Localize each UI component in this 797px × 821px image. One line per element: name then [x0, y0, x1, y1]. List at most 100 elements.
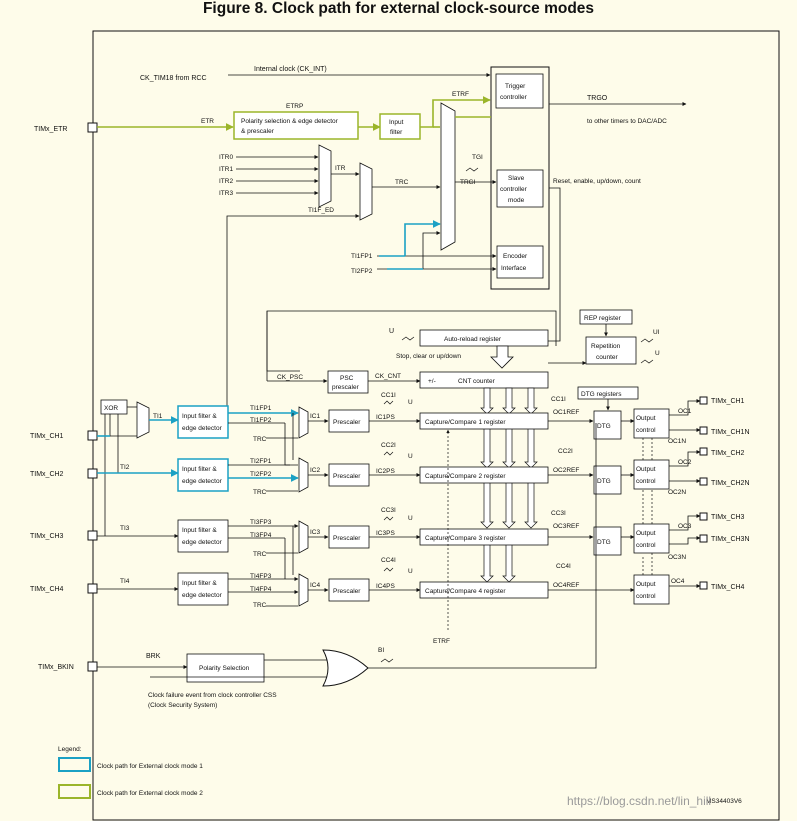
- svg-text:Capture/Compare 4 register: Capture/Compare 4 register: [425, 588, 506, 595]
- pin-ch3-label: TIMx_CH3: [30, 533, 64, 540]
- svg-text:Input filter &: Input filter &: [182, 527, 217, 534]
- svg-text:CC3I: CC3I: [551, 510, 566, 517]
- css-line-1: Clock failure event from clock controlle…: [148, 692, 277, 699]
- svg-text:Capture/Compare 2 register: Capture/Compare 2 register: [425, 473, 506, 480]
- svg-text:Prescaler: Prescaler: [333, 419, 361, 426]
- svg-text:edge detector: edge detector: [182, 425, 223, 432]
- svg-text:Capture/Compare 3 register: Capture/Compare 3 register: [425, 535, 506, 542]
- etrf-label: ETRF: [452, 91, 469, 98]
- svg-text:Trigger: Trigger: [505, 83, 526, 90]
- svg-text:Prescaler: Prescaler: [333, 535, 361, 542]
- svg-text:CC1I: CC1I: [381, 392, 396, 399]
- svg-text:CC3I: CC3I: [381, 507, 396, 514]
- svg-text:OC4REF: OC4REF: [553, 582, 579, 589]
- bkin-pin: [87, 661, 98, 672]
- svg-text:CC4I: CC4I: [381, 557, 396, 564]
- svg-text:TI1FP2: TI1FP2: [250, 417, 272, 424]
- svg-text:Slave: Slave: [508, 175, 525, 182]
- ch3-pin: [87, 530, 98, 541]
- svg-text:Output: Output: [636, 530, 656, 537]
- svg-text:TI4FP4: TI4FP4: [250, 586, 272, 593]
- svg-text:Polarity selection & edge dete: Polarity selection & edge detector: [241, 118, 339, 125]
- legend-mode1-label: Clock path for External clock mode 1: [97, 763, 203, 770]
- svg-text:TRC: TRC: [253, 489, 267, 496]
- svg-text:edge detector: edge detector: [182, 592, 223, 599]
- legend-mode1-swatch: [58, 757, 91, 772]
- polarity-edge-prescaler: [233, 111, 359, 140]
- svg-text:TRC: TRC: [253, 602, 267, 609]
- svg-text:Input: Input: [389, 119, 404, 126]
- svg-text:Output: Output: [636, 581, 656, 588]
- out-ch3-label: TIMx_CH3: [711, 514, 745, 521]
- svg-text:U: U: [408, 515, 413, 522]
- out-ch2-label: TIMx_CH2: [711, 450, 745, 457]
- svg-text:DTG: DTG: [597, 423, 611, 430]
- u-label-1: U: [389, 328, 394, 335]
- svg-text:ITR2: ITR2: [219, 178, 233, 185]
- input-filter-ch1: [177, 405, 229, 439]
- svg-text:CC1I: CC1I: [551, 396, 566, 403]
- svg-text:TRC: TRC: [253, 436, 267, 443]
- psc-prescaler: [327, 370, 369, 394]
- autoreload-register: [419, 329, 549, 347]
- svg-text:control: control: [636, 593, 656, 600]
- svg-text:TI4FP3: TI4FP3: [250, 573, 272, 580]
- svg-text:IC2: IC2: [310, 467, 321, 474]
- svg-text:OC2N: OC2N: [668, 489, 686, 496]
- svg-text:TI2FP2: TI2FP2: [250, 471, 272, 478]
- out-ch4-label: TIMx_CH4: [711, 584, 745, 591]
- to-other-timers-label: to other timers to DAC/ADC: [587, 118, 667, 125]
- figure-ref: MS34403V6: [706, 798, 742, 805]
- svg-text:PSC: PSC: [340, 375, 354, 382]
- svg-text:OC3REF: OC3REF: [553, 523, 579, 530]
- watermark: https://blog.csdn.net/lin_hill: [567, 794, 711, 808]
- ch1-pin: [87, 430, 98, 441]
- svg-text:mode: mode: [508, 197, 525, 204]
- figure-title: Figure 8. Clock path for external clock-…: [202, 0, 595, 17]
- svg-text:IC3: IC3: [310, 529, 321, 536]
- svg-text:DTG: DTG: [597, 539, 611, 546]
- svg-text:ITR1: ITR1: [219, 166, 233, 173]
- input-filter-ch3: [177, 519, 229, 553]
- svg-text:OC2REF: OC2REF: [553, 467, 579, 474]
- input-filter-ch4: [177, 572, 229, 606]
- svg-text:OC2: OC2: [678, 459, 692, 466]
- svg-text:CNT counter: CNT counter: [458, 378, 496, 385]
- svg-text:OC1N: OC1N: [668, 438, 686, 445]
- css-line-2: (Clock Security System): [148, 702, 217, 709]
- trgi-mux: [440, 102, 456, 251]
- ch2-pin: [87, 468, 98, 479]
- svg-text:TI3FP4: TI3FP4: [250, 532, 272, 539]
- pin-ch1-label: TIMx_CH1: [30, 433, 64, 440]
- trigger-controller: [495, 73, 544, 109]
- svg-text:control: control: [636, 427, 656, 434]
- internal-clock-label: Internal clock (CK_INT): [254, 66, 327, 73]
- svg-text:XOR: XOR: [104, 405, 118, 412]
- slave-controller-mode: [496, 169, 544, 208]
- trc-mux: [359, 162, 373, 221]
- svg-text:Interface: Interface: [501, 265, 527, 272]
- brk-label: BRK: [146, 653, 161, 660]
- svg-text:TI1FP1: TI1FP1: [250, 405, 272, 412]
- encoder-interface: [496, 245, 544, 279]
- out-ch2n-label: TIMx_CH2N: [711, 480, 750, 487]
- controller-block: [490, 66, 550, 290]
- svg-text:TRC: TRC: [395, 179, 409, 186]
- svg-text:CC2I: CC2I: [381, 442, 396, 449]
- svg-text:TI2FP2: TI2FP2: [351, 268, 373, 275]
- out-ch1n-label: TIMx_CH1N: [711, 429, 750, 436]
- svg-text:& prescaler: & prescaler: [241, 128, 275, 135]
- svg-text:ITR: ITR: [335, 165, 346, 172]
- svg-text:REP register: REP register: [584, 315, 622, 322]
- svg-text:Prescaler: Prescaler: [333, 473, 361, 480]
- svg-text:OC3N: OC3N: [668, 554, 686, 561]
- reset-enable-label: Reset, enable, up/down, count: [553, 178, 641, 185]
- svg-text:OC1: OC1: [678, 408, 692, 415]
- etrp-label: ETRP: [286, 103, 303, 110]
- input-filter-ch2: [177, 458, 229, 492]
- svg-text:OC1REF: OC1REF: [553, 409, 579, 416]
- svg-text:Encoder: Encoder: [503, 253, 528, 260]
- svg-text:UI: UI: [653, 329, 660, 336]
- svg-text:Polarity Selection: Polarity Selection: [199, 665, 250, 672]
